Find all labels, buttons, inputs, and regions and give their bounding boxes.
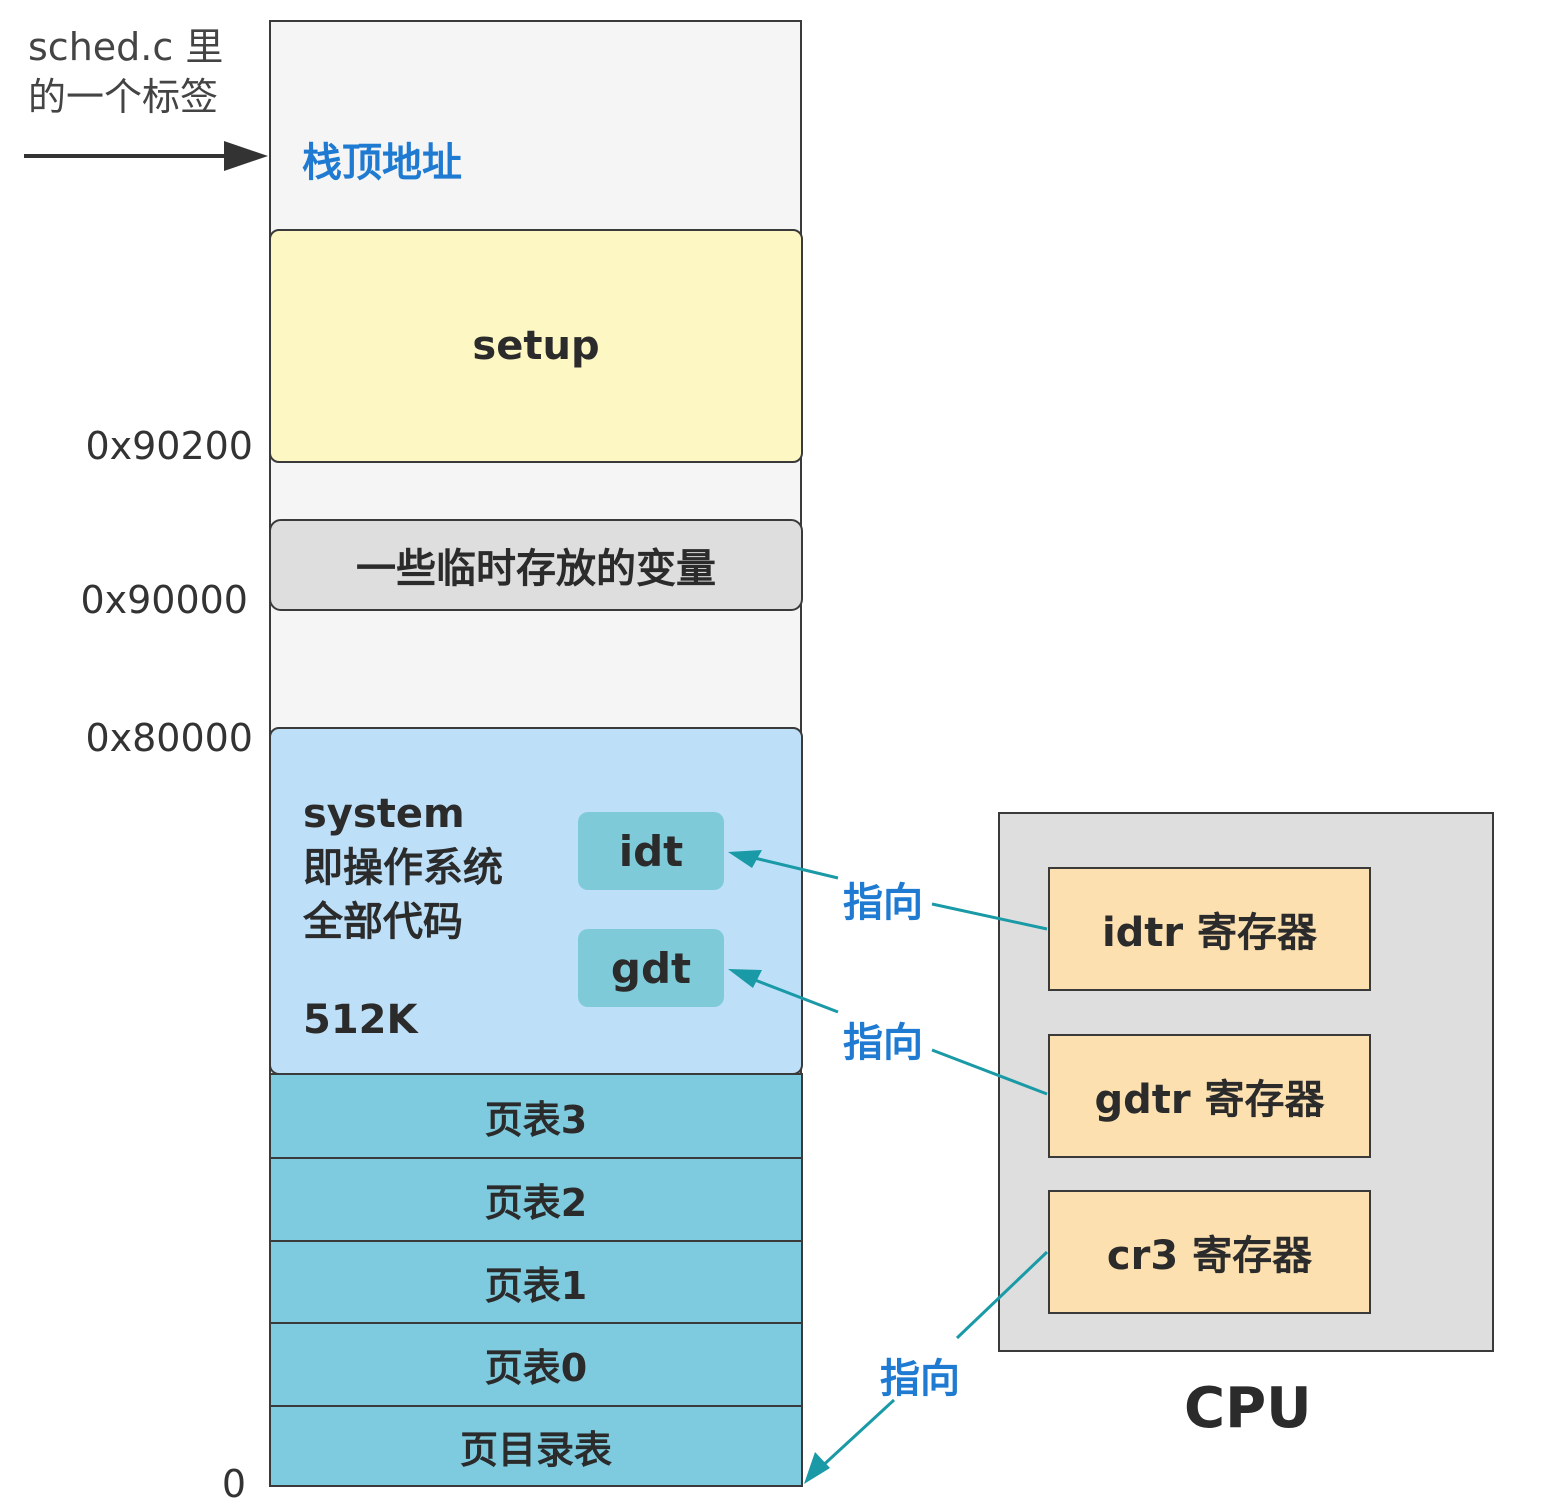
cr3-register: cr3 寄存器 (1048, 1190, 1371, 1314)
system-line1: system (303, 791, 465, 837)
gdtr-register: gdtr 寄存器 (1048, 1034, 1371, 1158)
stack-pointer-arrow (24, 141, 268, 171)
page-table-2: 页表2 (269, 1157, 803, 1242)
system-size: 512K (303, 997, 418, 1043)
idtr-label: idtr 寄存器 (1101, 910, 1318, 956)
system-line3: 全部代码 (303, 899, 463, 945)
idtr-to-idt-arrow (728, 850, 1048, 931)
gdt-block: gdt (578, 929, 724, 1007)
page-directory: 页目录表 (269, 1405, 803, 1487)
address-0x90200: 0x90200 (85, 424, 253, 468)
temp-vars-block: 一些临时存放的变量 (269, 519, 803, 611)
sched-label-line2: 的一个标签 (28, 75, 219, 119)
gdt-label: gdt (610, 943, 692, 993)
page-directory-label: 页目录表 (459, 1427, 612, 1472)
pointer-label-gdtr: 指向 (843, 1020, 923, 1066)
idt-label: idt (618, 826, 684, 876)
page-table-label: 页表2 (484, 1181, 588, 1225)
idt-block: idt (578, 812, 724, 890)
system-line2: 即操作系统 (303, 845, 503, 891)
cr3-to-page-directory-arrow (804, 1250, 1049, 1484)
gdtr-to-gdt-arrow (728, 969, 1048, 1096)
cr3-label: cr3 寄存器 (1106, 1233, 1313, 1279)
arrow-head-icon (804, 1452, 830, 1484)
setup-label: setup (472, 323, 600, 369)
page-table-0: 页表0 (269, 1322, 803, 1407)
system-block: system 即操作系统 全部代码 512K idt gdt (269, 727, 803, 1075)
address-0: 0 (221, 1462, 246, 1506)
sched-label-line1: sched.c 里 (28, 25, 224, 69)
stack-top-label: 栈顶地址 (302, 140, 462, 186)
page-table-label: 页表1 (484, 1263, 588, 1308)
page-table-label: 页表0 (484, 1346, 588, 1390)
temp-vars-label: 一些临时存放的变量 (356, 546, 716, 592)
arrow-head-icon (728, 850, 762, 868)
arrow-head-icon (728, 969, 762, 988)
pointer-label-idtr: 指向 (843, 880, 923, 926)
system-description: system 即操作系统 全部代码 (303, 787, 503, 949)
setup-block: setup (269, 229, 803, 463)
gdtr-label: gdtr 寄存器 (1094, 1077, 1325, 1123)
address-0x80000: 0x80000 (85, 716, 253, 760)
idtr-register: idtr 寄存器 (1048, 867, 1371, 991)
sched-label: sched.c 里 的一个标签 (28, 22, 223, 122)
address-0x90000: 0x90000 (80, 578, 248, 622)
arrow-head-icon (224, 141, 268, 171)
pointer-label-cr3: 指向 (880, 1356, 960, 1402)
page-table-1: 页表1 (269, 1240, 803, 1324)
page-table-label: 页表3 (484, 1097, 588, 1142)
cpu-label: CPU (1184, 1376, 1312, 1441)
